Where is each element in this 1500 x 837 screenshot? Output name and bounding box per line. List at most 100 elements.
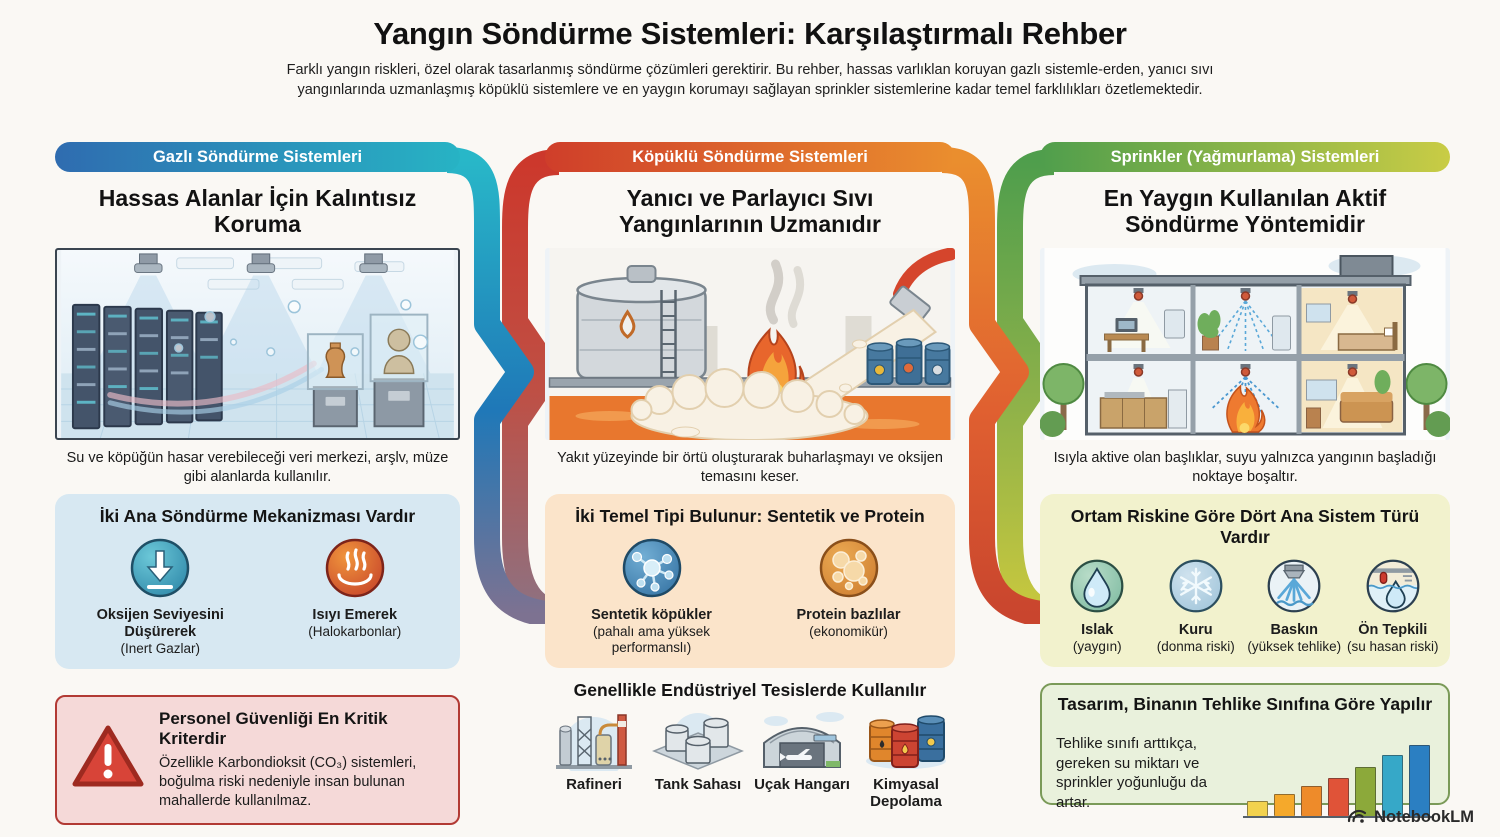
system-item-wet: Islak (yaygın) xyxy=(1048,558,1147,655)
mechanism-sublabel: (Halokarbonlar) xyxy=(308,623,402,639)
column-sprinkler: Sprinkler (Yağmurlama) Sistemleri En Yay… xyxy=(1040,142,1450,819)
foam-types-box: İki Temel Tipi Bulunur: Sentetik ve Prot… xyxy=(545,494,955,669)
system-sublabel: (yaygın) xyxy=(1072,638,1122,654)
hazard-bar xyxy=(1409,745,1430,817)
illustration-building-section xyxy=(1040,248,1450,440)
column-header-sprinkler: Sprinkler (Yağmurlama) Sistemleri xyxy=(1040,142,1450,172)
mechanism-sublabel: (Inert Gazlar) xyxy=(120,640,201,656)
system-item-dry: Kuru (donma riski) xyxy=(1147,558,1246,655)
chemical-barrels xyxy=(866,338,951,385)
connector-gas-foam xyxy=(447,147,559,624)
page-subtitle: Farklı yangın riskleri, özel olarak tasa… xyxy=(286,62,1214,98)
chemical-storage-icon xyxy=(860,709,952,771)
gas-bubbles xyxy=(174,299,429,357)
illustration-foam-scene xyxy=(545,248,955,440)
tank-farm-icon xyxy=(652,709,744,771)
column-header-gas-label: Gazlı Söndürme Sistemleri xyxy=(152,147,363,166)
brand-footer: NotebookLM xyxy=(1346,805,1474,830)
notebooklm-icon xyxy=(1346,805,1368,830)
warning-body: Özellikle Karbondioksit (CO₃) sistemleri… xyxy=(159,754,417,810)
industry-item-chemical: Kimyasal Depolama xyxy=(857,709,955,811)
illustration-server-room xyxy=(55,248,460,440)
column-foam: Köpüklü Söndürme Sistemleri Yanıcı ve Pa… xyxy=(545,142,955,811)
deluge-icon xyxy=(1266,558,1322,614)
sprinkler-caption: Isıyla aktive olan başlıklar, suyu yalnı… xyxy=(1053,450,1437,486)
system-sublabel: (donma riski) xyxy=(1156,638,1235,654)
hazard-bar xyxy=(1247,801,1268,817)
foam-type-protein: Protein bazlılar (ekonomikür) xyxy=(750,537,947,640)
column-header-foam-label: Köpüklü Söndürme Sistemleri xyxy=(632,147,868,166)
industry-item-tank-farm: Tank Sahası xyxy=(649,709,747,811)
foam-caption: Yakıt yüzeyinde bir örtü oluşturarak buh… xyxy=(557,450,943,486)
gas-caption: Su ve köpüğün hasar verebileceği veri me… xyxy=(66,450,449,486)
bubbles-icon xyxy=(818,537,880,599)
snowflake-icon xyxy=(1168,558,1224,614)
connector-foam-sprinkler xyxy=(942,147,1054,624)
room-fire xyxy=(1226,384,1266,433)
sprinkler-headline: En Yaygın Kullanılan Aktif Söndürme Yönt… xyxy=(1103,185,1387,238)
system-label: Baskın xyxy=(1270,622,1319,639)
system-label: Ön Tepkili xyxy=(1358,622,1428,639)
system-sublabel: (su hasan riski) xyxy=(1346,638,1439,654)
mechanism-label: Oksijen Seviyesini Düşürerek xyxy=(96,607,224,640)
warning-title: Personel Güvenliği En Kritik Kriterdir xyxy=(159,708,388,748)
system-sublabel: (yüksek tehlike) xyxy=(1247,638,1342,654)
industry-label: Rafineri xyxy=(566,776,622,794)
sprinkler-systems-box: Ortam Riskine Göre Dört Ana Sistem Türü … xyxy=(1040,494,1450,668)
hazard-bar xyxy=(1328,778,1349,817)
fuel-tank xyxy=(576,265,707,380)
design-rule-content: Tehlike sınıfı arttıkça, gereken su mikt… xyxy=(1056,719,1434,819)
design-rule-box: Tasarım, Binanın Tehlike Sınıfına Göre Y… xyxy=(1040,683,1450,819)
hazard-bar xyxy=(1355,767,1376,817)
industry-item-refinery: Rafineri xyxy=(545,709,643,811)
foam-type-label: Protein bazlılar xyxy=(796,607,901,624)
industry-label: Kimyasal Depolama xyxy=(870,776,942,811)
hazard-bar-chart xyxy=(1243,740,1434,819)
page-header: Yangın Söndürme Sistemleri: Karşılaştırm… xyxy=(0,16,1500,100)
gas-headline: Hassas Alanlar İçin Kalıntısız Koruma xyxy=(98,185,417,238)
foam-type-sublabel: (pahalı ama yüksek performanslı) xyxy=(592,623,711,656)
column-header-gas: Gazlı Söndürme Sistemleri xyxy=(55,142,460,172)
industry-item-hangar: Uçak Hangarı xyxy=(753,709,851,811)
server-room-scene xyxy=(61,250,454,438)
warning-text: Personel Güvenliği En Kritik Kriterdir Ö… xyxy=(159,709,444,811)
design-rule-body: Tehlike sınıfı arttıkça, gereken su mikt… xyxy=(1056,735,1207,811)
foam-type-label: Sentetik köpükler xyxy=(591,607,712,624)
foam-type-sublabel: (ekonomikür) xyxy=(809,623,888,639)
sprinkler-systems-row: Islak (yaygın) xyxy=(1048,558,1442,655)
gas-mechanisms-box: İki Ana Söndürme Mekanizması Vardır Oksi… xyxy=(55,494,460,669)
foam-scene xyxy=(548,248,955,440)
column-gas: Gazlı Söndürme Sistemleri Hassas Alanlar… xyxy=(55,142,460,826)
sprinkler-systems-title: Ortam Riskine Göre Dört Ana Sistem Türü … xyxy=(1070,506,1420,548)
column-header-foam: Köpüklü Söndürme Sistemleri xyxy=(545,142,955,172)
foam-type-synthetic: Sentetik köpükler (pahalı ama yüksek per… xyxy=(553,537,750,656)
mechanism-item-halocarbon: Isıyı Emerek (Halokarbonlar) xyxy=(258,537,453,640)
furniture xyxy=(1099,303,1398,429)
mechanism-label: Isıyı Emerek xyxy=(312,607,398,624)
water-drop-icon xyxy=(1069,558,1125,614)
hazard-bar xyxy=(1274,794,1295,817)
warning-triangle-icon xyxy=(71,724,145,795)
column-header-sprinkler-label: Sprinkler (Yağmurlama) Sistemleri xyxy=(1110,147,1380,166)
page-title: Yangın Söndürme Sistemleri: Karşılaştırm… xyxy=(373,16,1127,51)
system-item-preaction: Ön Tepkili (su hasan riski) xyxy=(1344,558,1443,655)
system-label: Islak xyxy=(1081,622,1114,639)
design-rule-title: Tasarım, Binanın Tehlike Sınıfına Göre Y… xyxy=(1057,694,1433,715)
flame-icon xyxy=(324,537,386,599)
trees xyxy=(1040,363,1450,437)
system-label: Kuru xyxy=(1178,622,1213,639)
down-arrow-icon xyxy=(129,537,191,599)
smoke xyxy=(765,259,805,328)
industry-label: Uçak Hangarı xyxy=(754,776,850,794)
system-item-deluge: Baskın (yüksek tehlike) xyxy=(1245,558,1344,655)
industry-section: Genellikle Endüstriyel Tesislerde Kullan… xyxy=(545,680,955,811)
refinery-icon xyxy=(548,709,640,772)
hazard-bar xyxy=(1301,786,1322,817)
foam-types-row: Sentetik köpükler (pahalı ama yüksek per… xyxy=(553,537,947,656)
foam-headline: Yanıcı ve Parlayıcı Sıvı Yangınlarının U… xyxy=(619,185,881,238)
display-cases xyxy=(306,313,429,428)
foam-blanket xyxy=(630,368,869,440)
building-scene xyxy=(1040,248,1450,440)
molecule-icon xyxy=(621,537,683,599)
